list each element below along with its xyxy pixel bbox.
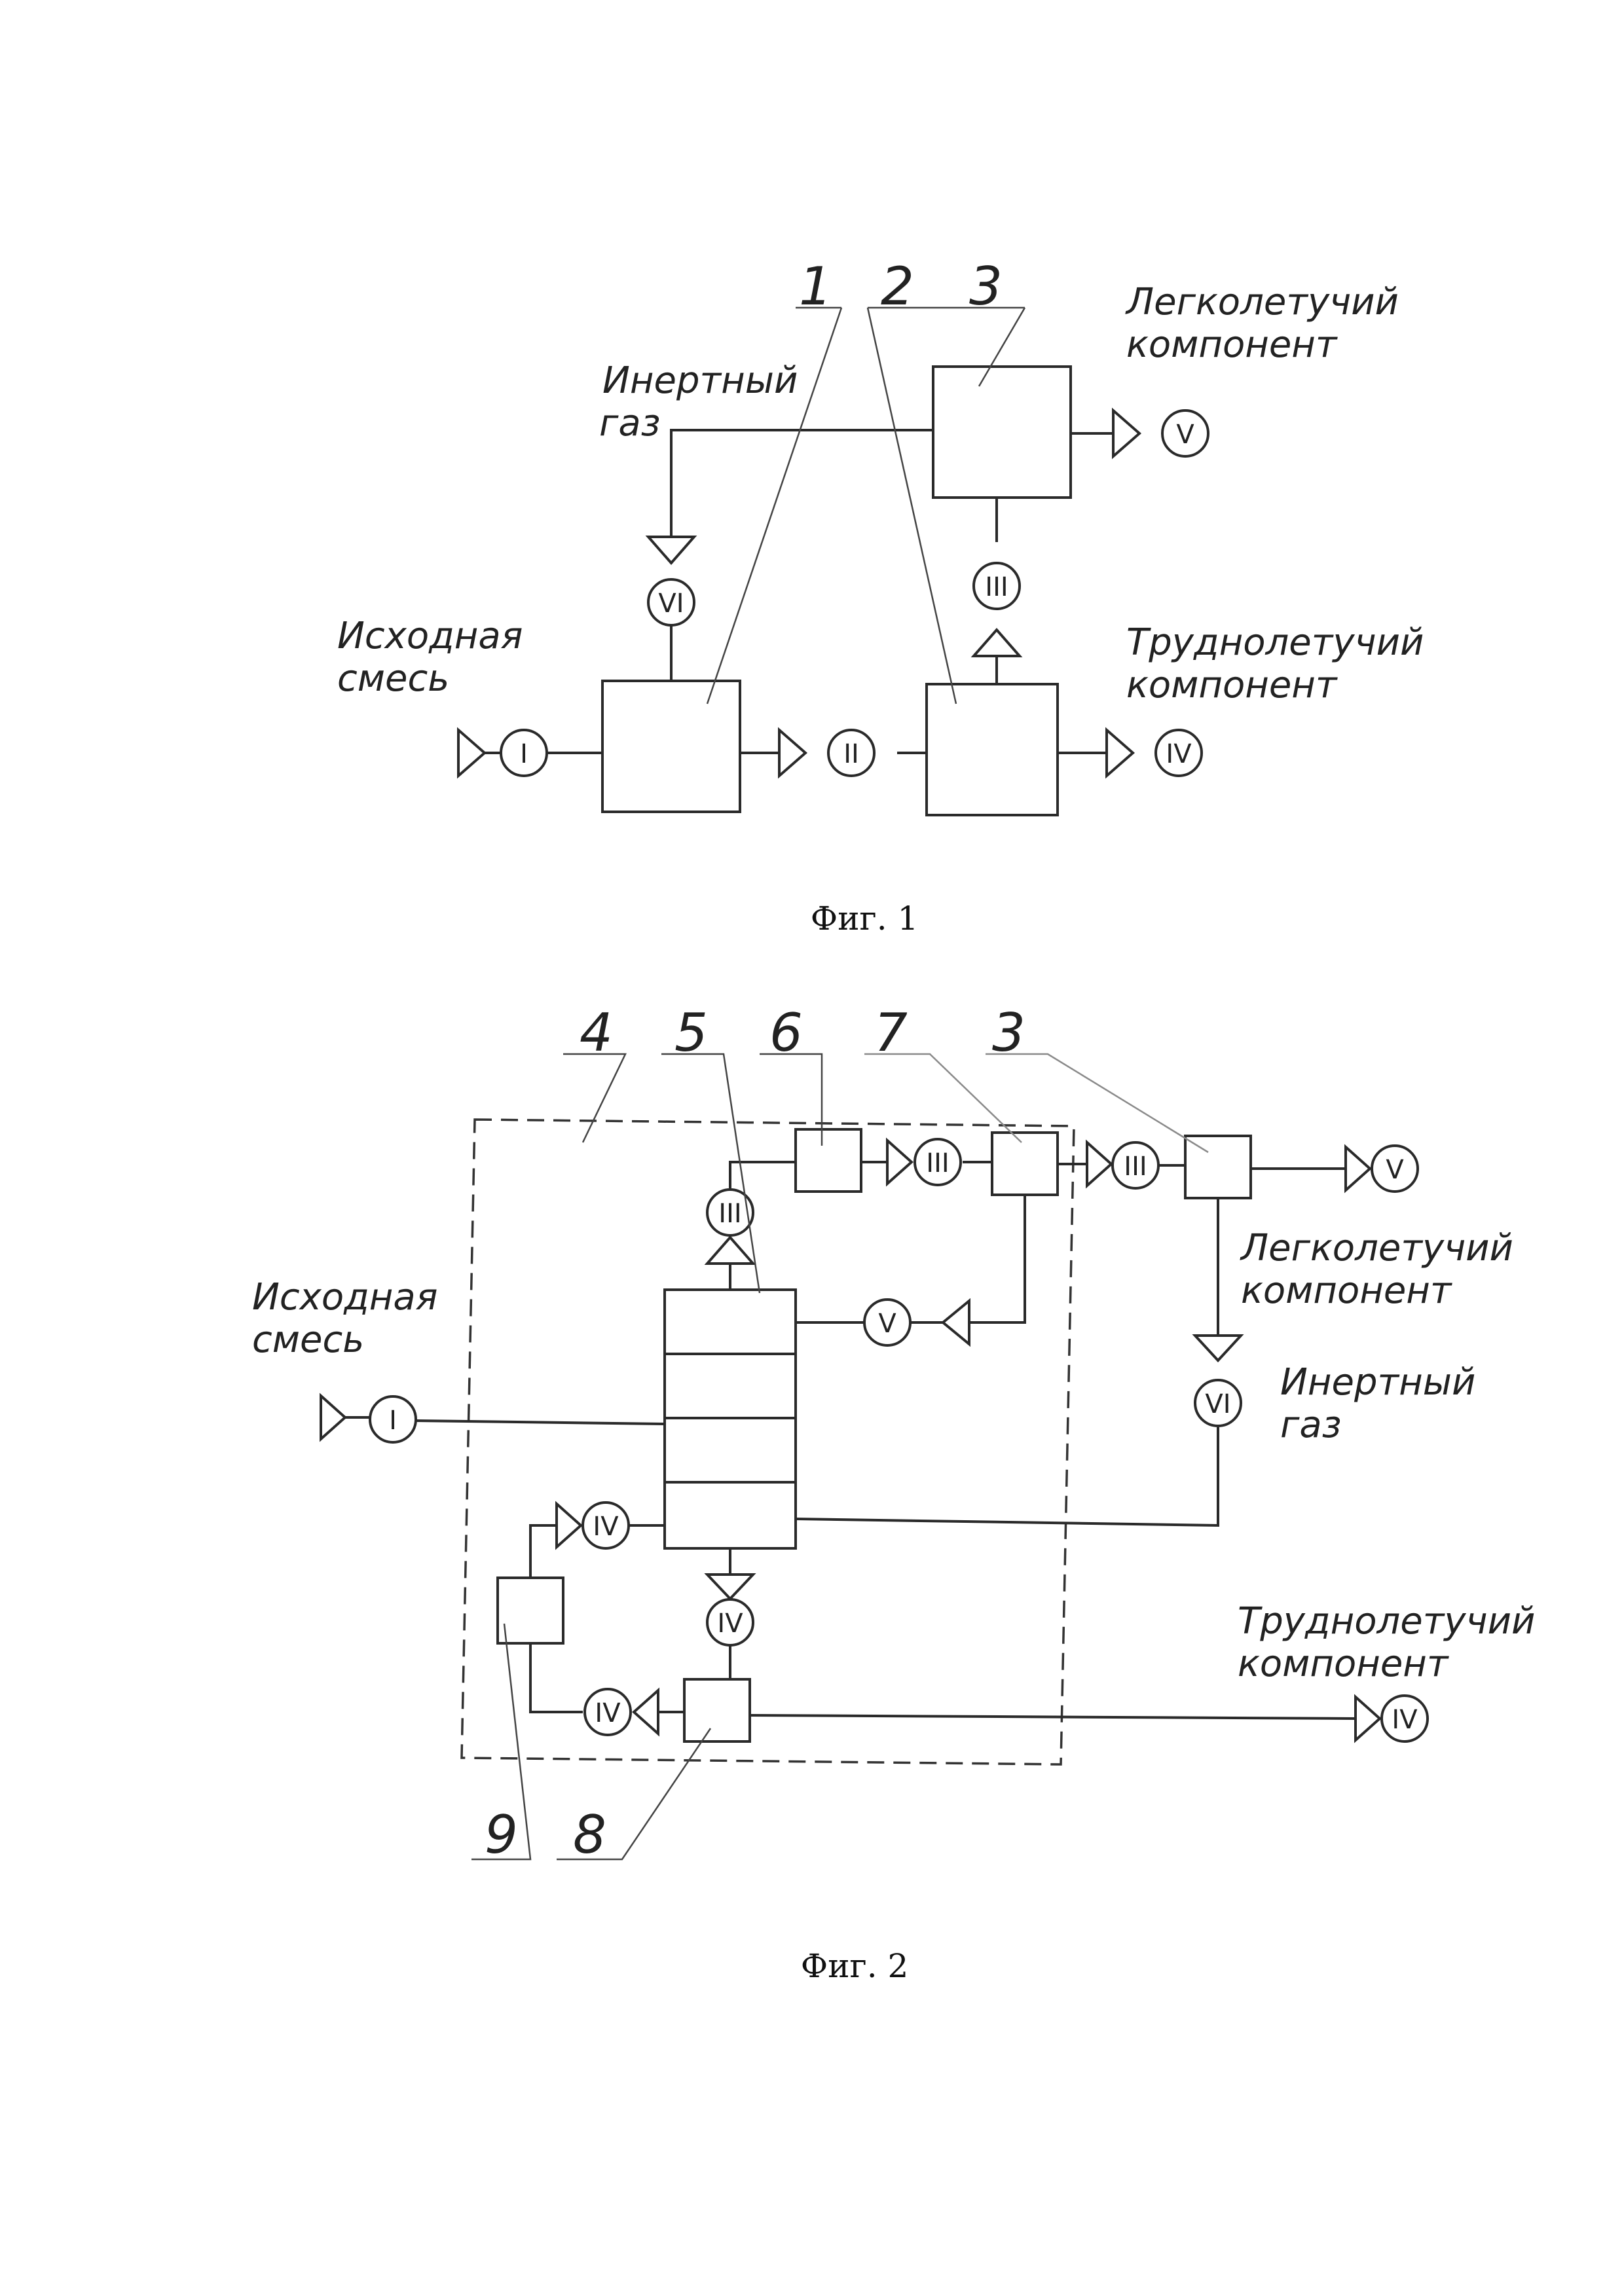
flow-arrow bbox=[1112, 407, 1142, 460]
flow-arrow bbox=[457, 727, 487, 779]
svg-text:IV: IV bbox=[595, 1698, 621, 1728]
unit-4-boundary bbox=[460, 1118, 1075, 1766]
callout-3-fig2: 3 bbox=[992, 1002, 1025, 1063]
label-feed-1: Исходная bbox=[252, 1276, 437, 1319]
stream-I-circle: I bbox=[369, 1395, 417, 1444]
stream-VI-circle: VI bbox=[1194, 1379, 1242, 1427]
flow-arrow bbox=[1192, 1334, 1244, 1362]
label-feed-1: Исходная bbox=[337, 615, 523, 657]
figure-2: III III III V V VI I IV bbox=[252, 1002, 1535, 1985]
figure-1-caption: Фиг. 1 bbox=[811, 900, 919, 938]
stream-I-circle: I bbox=[500, 729, 548, 777]
svg-text:IV: IV bbox=[1166, 739, 1192, 769]
unit-6-box bbox=[794, 1128, 862, 1193]
svg-text:III: III bbox=[985, 572, 1008, 602]
callout-1: 1 bbox=[799, 256, 832, 317]
label-feed-2: смесь bbox=[252, 1319, 364, 1361]
flow-arrow bbox=[970, 627, 1023, 657]
label-inert-gas-2: газ bbox=[1280, 1404, 1342, 1446]
flow-arrow bbox=[778, 727, 808, 779]
unit-8-box bbox=[683, 1678, 751, 1743]
svg-text:VI: VI bbox=[658, 589, 684, 619]
label-inert-gas-1: Инертный bbox=[1280, 1361, 1475, 1404]
svg-text:I: I bbox=[520, 739, 528, 769]
flow-arrow bbox=[1344, 1144, 1373, 1194]
unit-3-box bbox=[932, 365, 1072, 499]
label-volatile-2: компонент bbox=[1126, 323, 1338, 366]
callout-9: 9 bbox=[485, 1804, 518, 1865]
stream-V-circle-b: V bbox=[863, 1298, 912, 1347]
label-heavy-2: компонент bbox=[1126, 664, 1338, 706]
callout-5: 5 bbox=[674, 1002, 708, 1063]
label-inert-gas-2: газ bbox=[599, 402, 661, 445]
flow-arrow bbox=[1354, 1694, 1382, 1743]
label-feed-2: смесь bbox=[337, 657, 449, 700]
flow-arrow bbox=[1105, 727, 1135, 779]
flow-arrow bbox=[555, 1501, 583, 1550]
svg-text:IV: IV bbox=[717, 1609, 743, 1639]
callout-2: 2 bbox=[881, 256, 914, 317]
callout-8: 8 bbox=[573, 1804, 606, 1865]
figure-1: I II IV V VI III 1 2 3 bbox=[337, 256, 1424, 938]
unit-3-box-fig2 bbox=[1184, 1135, 1252, 1199]
stream-III-circle: III bbox=[972, 562, 1021, 610]
label-volatile-1: Легколетучий bbox=[1125, 281, 1399, 323]
stream-III-circle-a: III bbox=[706, 1188, 754, 1237]
svg-text:II: II bbox=[843, 739, 859, 769]
svg-text:I: I bbox=[389, 1406, 397, 1436]
label-heavy-1: Труднолетучий bbox=[1126, 621, 1424, 664]
flow-arrow bbox=[631, 1687, 659, 1737]
flow-arrow bbox=[320, 1393, 348, 1442]
label-volatile-2: компонент bbox=[1241, 1269, 1452, 1312]
unit-2-box bbox=[925, 683, 1059, 816]
svg-text:V: V bbox=[1176, 420, 1194, 450]
unit-7-box bbox=[991, 1131, 1059, 1196]
svg-text:V: V bbox=[878, 1309, 896, 1339]
callout-7: 7 bbox=[874, 1002, 908, 1063]
stream-IV-circle-a: IV bbox=[581, 1501, 630, 1550]
label-inert-gas-1: Инертный bbox=[602, 359, 798, 402]
stream-III-circle-b: III bbox=[913, 1138, 962, 1186]
stream-II-circle: II bbox=[827, 729, 876, 777]
svg-text:III: III bbox=[718, 1199, 741, 1229]
flow-arrow bbox=[886, 1137, 914, 1187]
unit-9-box bbox=[496, 1576, 564, 1645]
stream-IV-circle-b: IV bbox=[706, 1598, 754, 1647]
stream-IV-circle: IV bbox=[1154, 729, 1203, 777]
label-volatile-1: Легколетучий bbox=[1240, 1227, 1513, 1269]
flow-arrow bbox=[704, 1573, 756, 1601]
stream-VI-circle: VI bbox=[647, 578, 695, 627]
svg-text:III: III bbox=[926, 1148, 949, 1178]
svg-text:VI: VI bbox=[1205, 1389, 1230, 1419]
stream-V-circle: V bbox=[1161, 409, 1209, 458]
label-heavy-2: компонент bbox=[1238, 1643, 1449, 1685]
flow-arrow bbox=[1086, 1139, 1114, 1189]
figure-2-caption: Фиг. 2 bbox=[801, 1947, 909, 1985]
unit-1-box bbox=[601, 680, 741, 813]
stream-IV-circle-c: IV bbox=[583, 1688, 632, 1736]
svg-text:IV: IV bbox=[593, 1512, 619, 1542]
flow-arrow bbox=[704, 1235, 756, 1265]
callout-6: 6 bbox=[769, 1002, 803, 1063]
callout-3: 3 bbox=[969, 256, 1003, 317]
stream-III-circle-c: III bbox=[1111, 1141, 1160, 1190]
label-heavy-1: Труднолетучий bbox=[1238, 1600, 1535, 1643]
flow-arrow bbox=[645, 536, 697, 566]
stream-V-circle-a: V bbox=[1371, 1144, 1419, 1193]
flow-arrow bbox=[940, 1298, 970, 1347]
callout-4: 4 bbox=[580, 1002, 613, 1063]
stream-IV-circle-d: IV bbox=[1380, 1694, 1429, 1743]
svg-text:IV: IV bbox=[1392, 1705, 1418, 1735]
svg-text:III: III bbox=[1124, 1152, 1147, 1182]
svg-text:V: V bbox=[1386, 1155, 1404, 1185]
